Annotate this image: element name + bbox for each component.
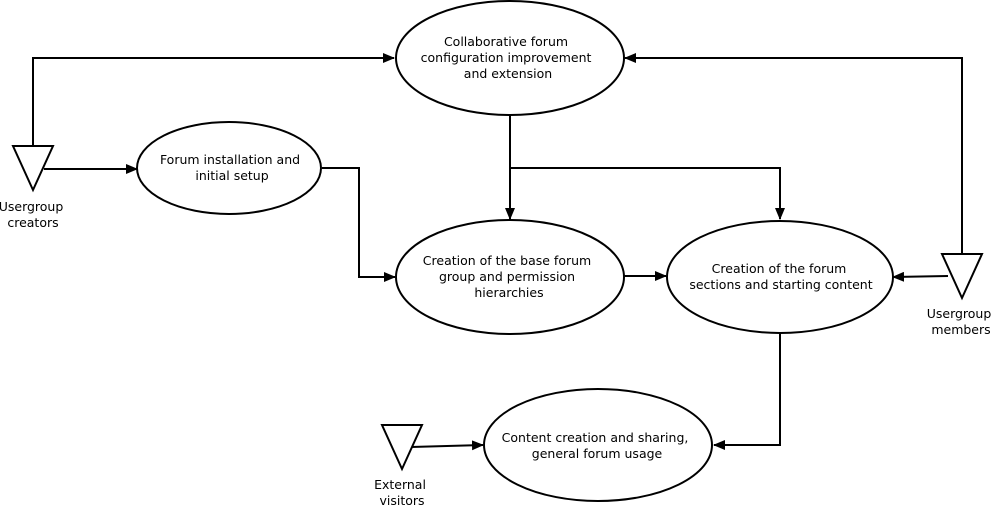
connector-visitors-to-content [410,440,484,451]
process-content [483,388,713,502]
connector-members-to-collab [624,53,963,254]
actor-creators-triangle [11,145,55,193]
label-actor-creators: Usergroup creators [0,199,67,230]
actor-visitors-triangle [380,424,424,472]
connector-creators-to-collab [32,53,395,146]
label-collab: Collaborative forum configuration improv… [421,34,596,81]
label-base: Creation of the base forum group and per… [423,253,595,300]
process-base [395,219,625,335]
label-install: Forum installation and initial setup [160,152,304,183]
label-actor-members: Usergroup members [927,306,995,337]
connector-install-to-base [322,167,396,282]
connector-collab-to-sections [510,167,785,220]
process-install [136,121,322,215]
connector-sections-to-content [713,333,781,450]
label-sections: Creation of the forum sections and start… [689,261,872,292]
label-actor-visitors: External visitors [374,477,430,508]
label-content: Content creation and sharing, general fo… [502,430,693,461]
actor-members-triangle [940,253,984,301]
process-sections [666,220,894,334]
process-collab [395,0,625,116]
connector-members-to-sections [892,271,949,282]
